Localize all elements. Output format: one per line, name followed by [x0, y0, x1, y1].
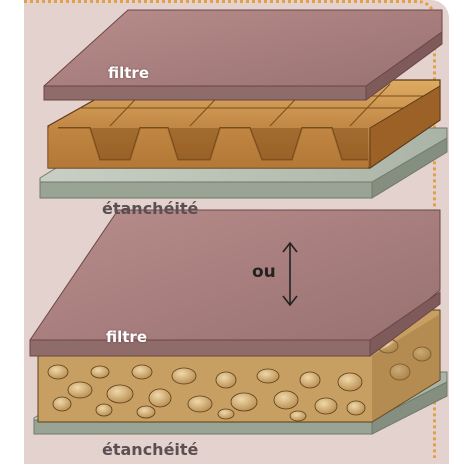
filter-layer-bottom [30, 210, 440, 356]
label-filter-bottom: filtre [106, 328, 147, 346]
label-or: ou [252, 262, 276, 282]
label-waterproof-top: étanchéité [102, 199, 198, 218]
label-filter-top: filtre [108, 64, 149, 82]
label-waterproof-bottom: étanchéité [102, 440, 198, 459]
filter-layer-top [44, 10, 442, 100]
